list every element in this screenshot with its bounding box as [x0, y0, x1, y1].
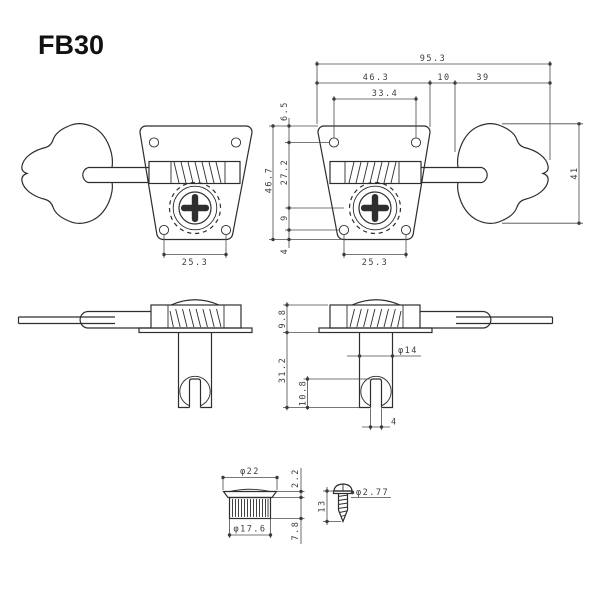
dim-height-above-plate: 9.8 — [278, 309, 288, 329]
side-view-left — [17, 299, 253, 410]
bushing-body — [228, 496, 272, 520]
front-left-dimensions: 25.3 — [162, 235, 228, 268]
bushing-view: φ22 φ17.6 2.2 7.8 — [221, 467, 305, 544]
dim-body-height: 7.8 — [291, 521, 301, 541]
dim-top-edge-to-hole: 6.5 — [280, 101, 290, 121]
dim-gear-to-hole: 9 — [280, 214, 290, 221]
dim-body-diameter: φ17.6 — [233, 525, 266, 535]
dim-gap: 10 — [437, 73, 450, 83]
dim-slot-width: 4 — [391, 418, 398, 428]
side-right-dimensions: 9.8 31.2 10.8 φ14 4 — [278, 302, 421, 430]
bushing-flange — [222, 490, 278, 499]
bushing-knurl — [232, 499, 269, 517]
dim-hole-to-edge: 4 — [280, 248, 290, 255]
dim-plate-width: 46.3 — [363, 73, 389, 83]
dim-slot-depth: 10.8 — [299, 380, 309, 406]
front-right-dimensions: 95.3 46.3 10 39 33.4 46.7 6.5 27.2 9 4 4… — [265, 54, 583, 268]
dim-post-diameter: φ14 — [398, 346, 418, 356]
front-view-left — [21, 123, 253, 241]
dim-hole-to-gear: 27.2 — [280, 159, 290, 185]
screw-head-base — [332, 490, 354, 495]
dim-bottom-hole-spacing-right: 25.3 — [362, 258, 388, 268]
front-view-right — [317, 123, 549, 241]
dim-screw-diameter: φ2.77 — [356, 488, 389, 498]
dim-flange-height: 2.2 — [291, 468, 301, 488]
dim-overall-width: 95.3 — [420, 54, 446, 64]
page-title: FB30 — [38, 30, 104, 60]
dim-screw-length: 13 — [318, 499, 328, 512]
screw-threads — [337, 494, 349, 517]
dim-key-height: 41 — [570, 166, 580, 179]
screw-view: 13 φ2.77 — [318, 483, 391, 525]
bushing-dome — [229, 488, 271, 492]
dim-top-hole-spacing: 33.4 — [372, 89, 398, 99]
dim-key-length: 39 — [476, 73, 489, 83]
dim-flange-diameter: φ22 — [240, 467, 260, 477]
dim-bottom-hole-spacing-left: 25.3 — [182, 258, 208, 268]
dim-post-length: 31.2 — [278, 357, 288, 383]
side-view-right — [318, 299, 554, 410]
dim-plate-height: 46.7 — [265, 167, 275, 193]
